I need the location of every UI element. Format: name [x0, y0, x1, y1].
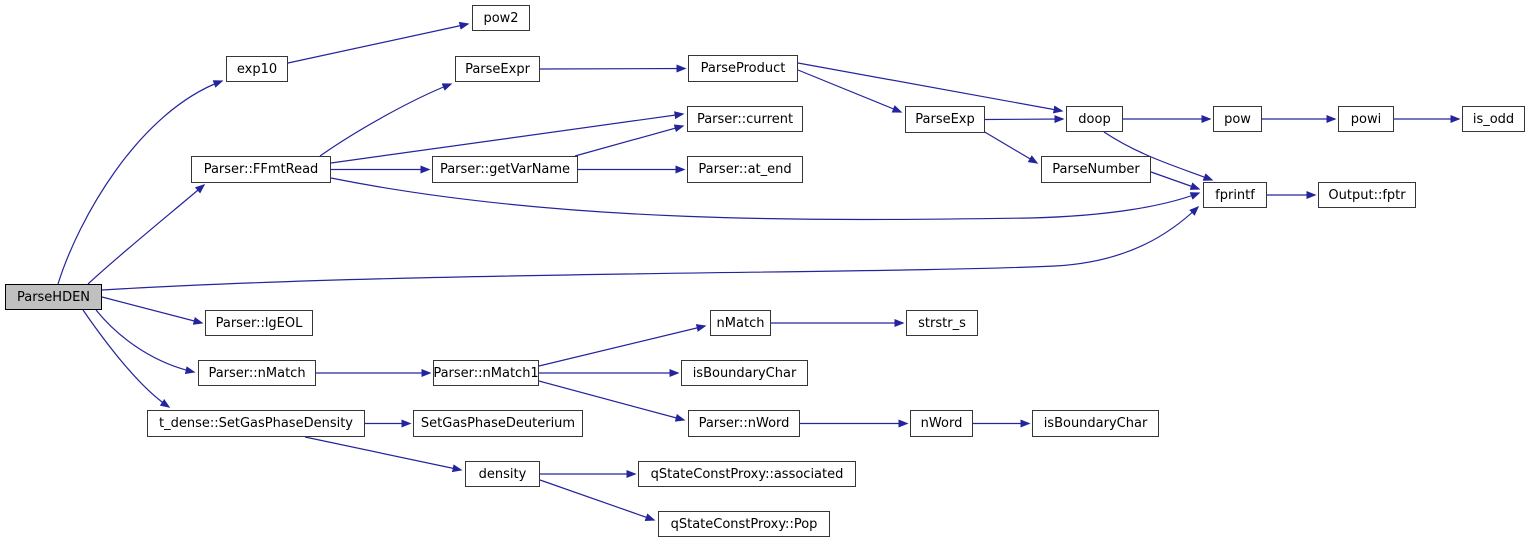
edge-t-dense-setgasphasedensity-to-density: [304, 436, 463, 473]
node-exp10[interactable]: exp10: [226, 56, 288, 82]
node-label: ParseExp: [915, 112, 975, 127]
node-label: density: [478, 466, 527, 482]
node-parser-current[interactable]: Parser::current: [687, 106, 803, 132]
edge-parsenumber-to-fprintf: [1150, 171, 1201, 190]
node-fprintf[interactable]: fprintf: [1203, 182, 1267, 208]
edge-parser-nmatch1-to-parser-nword: [538, 380, 686, 422]
node-label: Parser::nMatch: [208, 365, 306, 381]
edge-parser-ffmtread-to-parseexpr: [319, 83, 453, 157]
edge-parsehden-to-exp10: [57, 80, 224, 285]
node-label: t_dense::SetGasPhaseDensity: [158, 416, 354, 431]
edge-density-to-qstateconstproxy-pop: [539, 479, 656, 521]
edge-parsehden-to-fprintf: [101, 205, 1200, 291]
node-label: Output::fptr: [1328, 187, 1406, 203]
node-nword[interactable]: nWord: [910, 410, 973, 437]
edge-parser-getvarname-to-parser-current: [574, 124, 685, 157]
node-parseexpr[interactable]: ParseExpr: [455, 56, 540, 82]
node-label: ParseNumber: [1052, 162, 1140, 177]
node-parser-ffmtread[interactable]: Parser::FFmtRead: [191, 156, 331, 183]
node-parseproduct[interactable]: ParseProduct: [688, 55, 798, 82]
node-label: Parser::getVarName: [439, 162, 571, 177]
edge-parseexpr-to-parseproduct: [539, 64, 687, 73]
node-setgasphasedeuterium[interactable]: SetGasPhaseDeuterium: [413, 410, 583, 437]
node-label: is_odd: [1472, 111, 1515, 127]
node-pow[interactable]: pow: [1213, 106, 1262, 132]
node-parser-getvarname[interactable]: Parser::getVarName: [432, 156, 578, 183]
node-output-fptr[interactable]: Output::fptr: [1318, 182, 1416, 208]
edge-parseproduct-to-parseexp: [797, 69, 903, 113]
node-strstr-s[interactable]: strstr_s: [906, 310, 978, 336]
node-label: doop: [1078, 111, 1111, 127]
edge-parsehden-to-parser-lgeol: [101, 296, 204, 325]
edge-exp10-to-pow2: [287, 21, 470, 64]
node-isboundarychar2[interactable]: isBoundaryChar: [1032, 410, 1159, 437]
edge-parsehden-to-parser-ffmtread: [87, 184, 206, 285]
edge-parsehden-to-parser-nmatch: [95, 309, 196, 375]
node-label: qStateConstProxy::associated: [650, 466, 844, 482]
node-label: nWord: [920, 416, 963, 431]
node-parsenumber[interactable]: ParseNumber: [1041, 156, 1151, 183]
node-label: Parser::nWord: [698, 416, 790, 431]
edge-parseexp-to-doop: [984, 115, 1065, 124]
node-label: ParseHDEN: [16, 289, 91, 305]
node-label: Parser::FFmtRead: [203, 162, 319, 177]
edge-parseexp-to-parsenumber: [982, 130, 1039, 164]
node-label: SetGasPhaseDeuterium: [420, 416, 576, 431]
node-parser-nword[interactable]: Parser::nWord: [688, 410, 800, 437]
node-parsehden: ParseHDEN: [5, 284, 102, 310]
node-label: qStateConstProxy::Pop: [670, 516, 818, 532]
node-is-odd[interactable]: is_odd: [1462, 106, 1525, 132]
node-doop[interactable]: doop: [1066, 106, 1123, 132]
node-qstateconstproxy-pop[interactable]: qStateConstProxy::Pop: [658, 511, 830, 537]
node-density[interactable]: density: [465, 461, 540, 487]
node-parseexp[interactable]: ParseExp: [905, 106, 985, 133]
edge-parsehden-to-t-dense-setgasphasedensity: [82, 309, 171, 408]
node-qstateconstproxy-associated[interactable]: qStateConstProxy::associated: [638, 461, 856, 487]
node-label: Parser::nMatch1: [433, 365, 539, 381]
node-parser-lgeol[interactable]: Parser::lgEOL: [205, 310, 313, 336]
node-pow2[interactable]: pow2: [472, 5, 530, 31]
node-t-dense-setgasphasedensity[interactable]: t_dense::SetGasPhaseDensity: [147, 410, 365, 437]
node-label: Parser::at_end: [698, 162, 792, 177]
node-nmatch[interactable]: nMatch: [710, 310, 771, 336]
node-label: pow: [1224, 111, 1251, 127]
node-label: strstr_s: [918, 315, 966, 331]
node-label: exp10: [236, 61, 278, 77]
edge-parseproduct-to-doop: [797, 62, 1064, 114]
edge-parser-ffmtread-to-parser-current: [330, 111, 685, 164]
node-label: pow2: [483, 10, 519, 26]
edge-parser-ffmtread-to-fprintf: [330, 177, 1201, 221]
node-parser-nmatch[interactable]: Parser::nMatch: [198, 360, 316, 386]
node-label: Parser::lgEOL: [215, 315, 303, 331]
node-label: ParseProduct: [700, 61, 786, 76]
node-label: nMatch: [716, 315, 765, 331]
node-label: fprintf: [1215, 187, 1255, 203]
node-label: Parser::current: [696, 111, 794, 127]
node-isboundarychar[interactable]: isBoundaryChar: [681, 360, 808, 386]
node-parser-at-end[interactable]: Parser::at_end: [687, 156, 803, 183]
edge-parser-nmatch1-to-nmatch: [538, 324, 707, 367]
node-parser-nmatch1[interactable]: Parser::nMatch1: [433, 360, 539, 386]
edge-doop-to-fprintf: [1103, 131, 1214, 181]
node-label: isBoundaryChar: [1043, 416, 1148, 431]
node-label: ParseExpr: [465, 61, 530, 77]
node-label: powi: [1350, 111, 1382, 127]
node-label: isBoundaryChar: [692, 365, 797, 381]
node-powi[interactable]: powi: [1338, 106, 1394, 132]
